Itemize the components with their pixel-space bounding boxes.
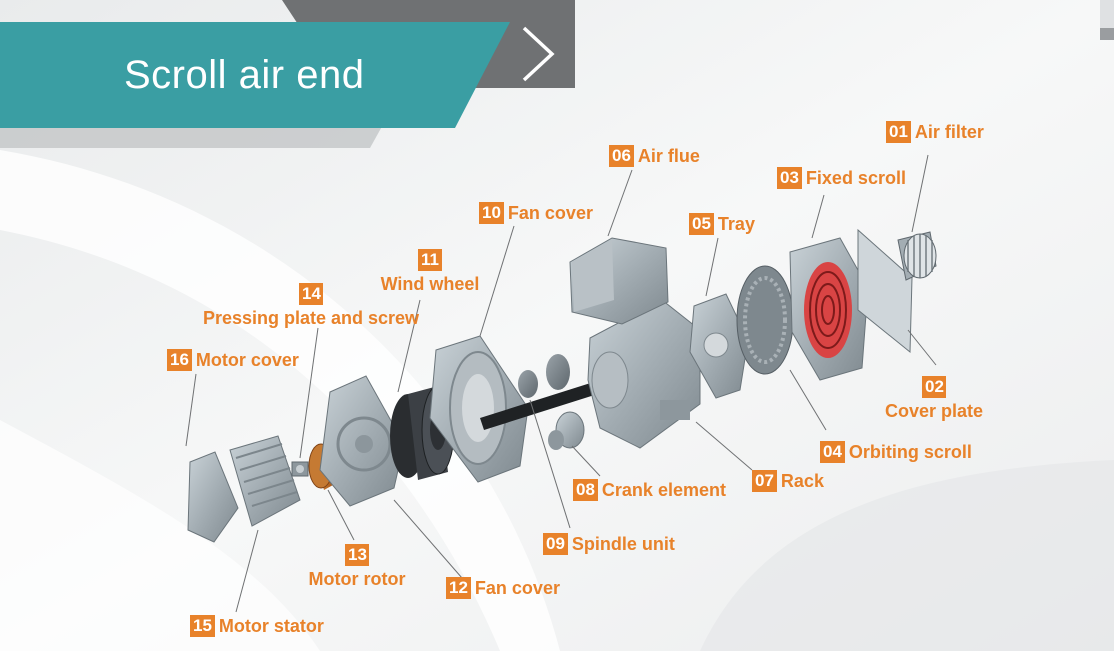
label-text: Orbiting scroll bbox=[848, 442, 972, 462]
label-text: Air filter bbox=[914, 122, 984, 142]
label-text: Motor stator bbox=[218, 616, 324, 636]
part-motor-stator bbox=[229, 435, 301, 527]
label-text: Cover plate bbox=[884, 401, 984, 421]
part-rack bbox=[587, 299, 701, 449]
part-tray bbox=[689, 293, 749, 399]
leader-10 bbox=[479, 225, 515, 337]
scrollbar-tab[interactable] bbox=[1100, 0, 1114, 40]
leader-11 bbox=[397, 299, 421, 393]
label-number: 14 bbox=[299, 283, 323, 305]
part-air-flue bbox=[569, 237, 669, 325]
label-number: 16 bbox=[167, 349, 192, 371]
label-number: 01 bbox=[886, 121, 911, 143]
label-number: 06 bbox=[609, 145, 634, 167]
leader-12 bbox=[393, 499, 463, 579]
label-number: 10 bbox=[479, 202, 504, 224]
label-text: Wind wheel bbox=[380, 274, 480, 294]
background-swoosh bbox=[0, 150, 560, 651]
label-text: Fan cover bbox=[507, 203, 593, 223]
leader-06 bbox=[607, 169, 633, 237]
part-fan-cover-rear bbox=[319, 375, 405, 507]
chevron-right-icon bbox=[522, 26, 555, 82]
part-cover-plate bbox=[857, 228, 913, 354]
leader-15 bbox=[235, 529, 259, 613]
part-motor-cover bbox=[187, 451, 239, 543]
label-number: 07 bbox=[752, 470, 777, 492]
label-number: 09 bbox=[543, 533, 568, 555]
label-number: 08 bbox=[573, 479, 598, 501]
part-spindle-unit bbox=[480, 354, 604, 430]
part-air-filter bbox=[897, 231, 937, 281]
part-fixed-scroll bbox=[789, 237, 869, 381]
label-number: 02 bbox=[922, 376, 946, 398]
label-number: 03 bbox=[777, 167, 802, 189]
leader-02 bbox=[907, 329, 937, 366]
leader-14 bbox=[299, 327, 319, 459]
part-orbiting-scroll bbox=[736, 265, 794, 375]
part-pressing-plate bbox=[291, 461, 309, 477]
leader-05 bbox=[705, 237, 719, 297]
label-text: Rack bbox=[780, 471, 824, 491]
background-swoosh-3 bbox=[700, 460, 1114, 651]
background-swoosh-2 bbox=[0, 420, 320, 651]
label-text: Spindle unit bbox=[571, 534, 675, 554]
page-title: Scroll air end bbox=[124, 53, 365, 97]
leader-08 bbox=[571, 445, 601, 477]
label-number: 05 bbox=[689, 213, 714, 235]
leader-07 bbox=[695, 421, 753, 471]
leader-16 bbox=[185, 373, 197, 447]
label-text: Crank element bbox=[601, 480, 726, 500]
label-number: 11 bbox=[418, 249, 442, 271]
leader-13 bbox=[327, 489, 355, 541]
next-button[interactable] bbox=[508, 18, 568, 88]
leader-01 bbox=[911, 154, 929, 233]
label-text: Air flue bbox=[637, 146, 700, 166]
leader-03 bbox=[811, 194, 825, 239]
label-text: Motor rotor bbox=[308, 569, 406, 589]
label-text: Motor cover bbox=[195, 350, 299, 370]
label-number: 15 bbox=[190, 615, 215, 637]
label-number: 13 bbox=[345, 544, 369, 566]
part-crank-element bbox=[548, 411, 585, 450]
label-text: Tray bbox=[717, 214, 755, 234]
label-text: Pressing plate and screw bbox=[202, 308, 420, 328]
leader-lines bbox=[185, 154, 937, 613]
label-text: Fan cover bbox=[474, 578, 560, 598]
leader-04 bbox=[789, 369, 827, 431]
label-number: 12 bbox=[446, 577, 471, 599]
label-text: Fixed scroll bbox=[805, 168, 906, 188]
leader-09 bbox=[529, 399, 571, 529]
banner-teal bbox=[0, 22, 510, 128]
label-number: 04 bbox=[820, 441, 845, 463]
